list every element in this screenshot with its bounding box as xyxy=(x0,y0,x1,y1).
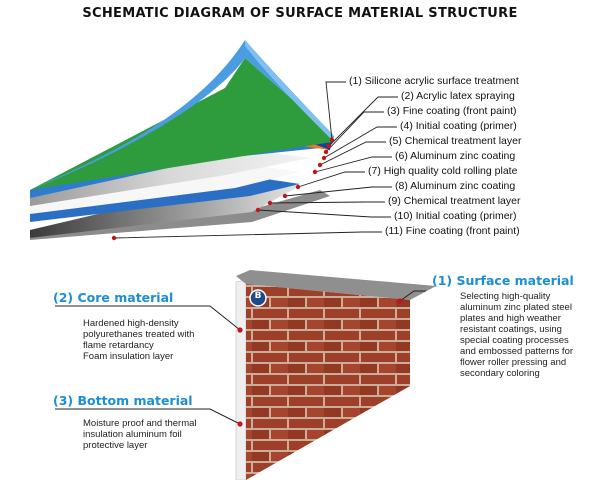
core-material-dot xyxy=(237,327,243,333)
bottom-material-description: Moisture proof and thermal insulation al… xyxy=(83,418,197,451)
surface-material-description: Selecting high-quality aluminum zinc pla… xyxy=(460,291,573,379)
layer-leader-line xyxy=(314,156,392,173)
surface-material-line: plates and high weather xyxy=(460,313,561,324)
layer-leader-line xyxy=(269,201,385,204)
layer-leader-line xyxy=(325,111,384,153)
panel-brick-face xyxy=(246,284,410,480)
core-material-leader xyxy=(55,305,241,331)
surface-material-leader xyxy=(399,290,426,302)
surface-material-line: and embossed patterns for xyxy=(460,346,574,357)
surface-material-dot xyxy=(397,298,403,304)
brick-panel-illustration xyxy=(235,270,436,480)
layer-leader-dot xyxy=(326,143,332,149)
bottom-material-line: insulation aluminum foil xyxy=(83,429,182,440)
surface-material-line: resistant coatings, using xyxy=(460,324,562,335)
bottom-material-line: protective layer xyxy=(83,440,148,451)
bottom-material-line: Moisture proof and thermal xyxy=(83,418,197,429)
layer-label-3: (3) Fine coating (front paint) xyxy=(387,105,517,117)
core-material-line: Foam insulation layer xyxy=(83,351,174,362)
surface-material-heading: (1) Surface material xyxy=(432,273,574,288)
layered-sheet-illustration xyxy=(30,40,334,240)
sheet-grey-layer xyxy=(30,142,310,206)
layer-label-6: (6) Aluminum zinc coating xyxy=(395,150,516,162)
layer-leader-line xyxy=(297,171,365,188)
surface-material-line: Selecting high-quality xyxy=(460,291,551,302)
surface-material-line: aluminum zinc plated steel xyxy=(460,302,572,313)
layer-leader-dots xyxy=(111,137,335,241)
core-material-description: Hardened high-density polyurethanes trea… xyxy=(83,318,194,362)
core-material-line: Hardened high-density xyxy=(83,318,179,329)
layer-leader-dot xyxy=(317,162,323,168)
core-material-line: flame retardancy xyxy=(83,340,154,351)
layer-leader-dot xyxy=(321,155,327,161)
layer-leader-dot xyxy=(312,169,318,175)
material-leader-dots xyxy=(237,298,403,427)
diagram-title: SCHEMATIC DIAGRAM OF SURFACE MATERIAL ST… xyxy=(82,6,518,21)
sheet-green-layer xyxy=(30,58,334,190)
layer-label-4: (4) Initial coating (primer) xyxy=(400,120,517,132)
layer-leader-line xyxy=(257,209,391,218)
layer-leader-line xyxy=(319,141,386,166)
core-material-line: polyurethanes treated with xyxy=(83,329,195,340)
panel-face-shade xyxy=(246,284,410,480)
layer-label-1: (1) Silicone acrylic surface treatment xyxy=(349,75,519,87)
layer-leader-line xyxy=(323,126,397,159)
surface-material-line: secondary coloring xyxy=(460,368,540,379)
layer-leader-dot xyxy=(267,200,273,206)
layer-label-9: (9) Chemical treatment layer xyxy=(388,195,521,207)
layer-leader-line xyxy=(113,231,382,239)
layer-leader-line xyxy=(328,96,398,147)
bottom-material-dot xyxy=(237,421,243,427)
core-material-heading: (2) Core material xyxy=(53,290,174,305)
material-leader-lines xyxy=(55,290,426,425)
layer-label-11: (11) Fine coating (front paint) xyxy=(385,225,520,237)
surface-material-line: flower roller pressing and xyxy=(460,357,567,368)
layer-leader-dot xyxy=(329,137,335,143)
layer-leader-line xyxy=(325,81,346,141)
panel-top-edge xyxy=(236,270,436,300)
panel-side-edge xyxy=(235,279,247,480)
layer-label-2: (2) Acrylic latex spraying xyxy=(401,90,515,102)
panel-badge-letter: B xyxy=(254,291,262,301)
bottom-material-heading: (3) Bottom material xyxy=(53,393,193,408)
layer-leader-dot xyxy=(323,149,329,155)
layer-leader-dot xyxy=(111,235,117,241)
sheet-base-layer xyxy=(30,190,330,240)
sheet-top-curl-highlight xyxy=(245,40,334,138)
layer-label-7: (7) High quality cold rolling plate xyxy=(368,165,518,177)
layer-label-10: (10) Initial coating (primer) xyxy=(394,210,517,222)
bottom-material-leader xyxy=(55,408,241,425)
layer-leader-lines xyxy=(113,81,398,239)
layer-label-5: (5) Chemical treatment layer xyxy=(389,135,522,147)
layer-leader-dot xyxy=(295,184,301,190)
layer-leader-line xyxy=(284,186,392,197)
layer-label-8: (8) Aluminum zinc coating xyxy=(395,180,516,192)
panel-badge-circle xyxy=(249,289,267,307)
layer-leader-dot xyxy=(282,193,288,199)
layer-leader-dot xyxy=(255,207,261,213)
surface-material-line: special coating processes xyxy=(460,335,569,346)
